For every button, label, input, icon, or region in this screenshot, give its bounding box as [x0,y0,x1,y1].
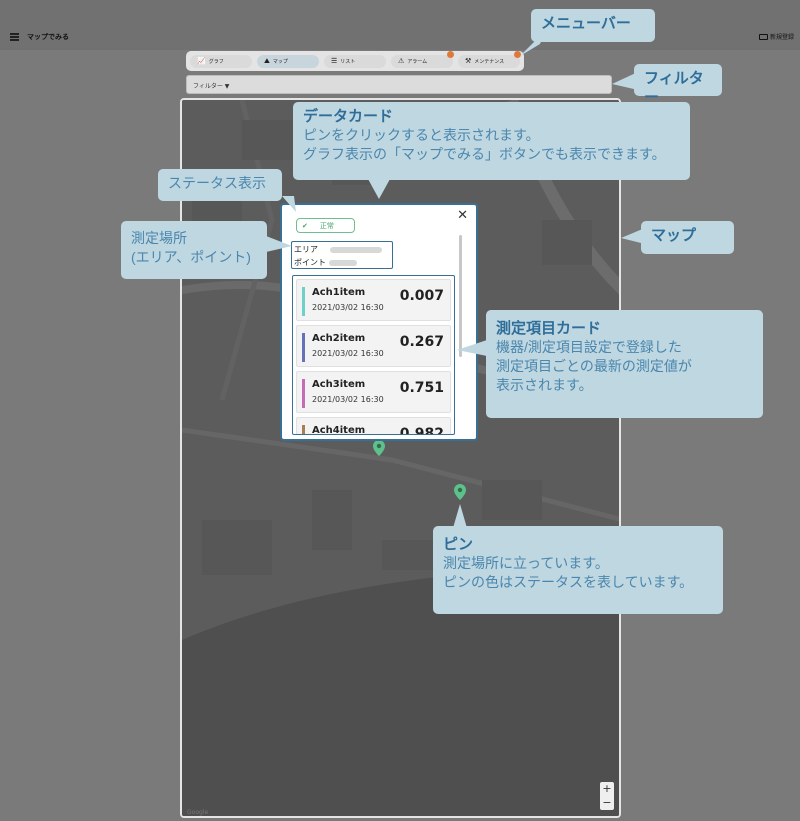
callout-menubar: メニューバー [531,9,655,42]
measurement-item-card[interactable]: Ach4item 0.982 [296,417,451,435]
callout-title: メニューバー [541,15,631,32]
data-card: ✕ ✔ 正常 エリア ポイント Ach1item 2021/03/02 16:3… [280,203,478,441]
item-value: 0.982 [399,426,444,435]
tab-label: メンテナンス [474,58,505,65]
zoom-out-button[interactable]: − [602,796,612,809]
callout-title: フィルター [644,70,704,106]
callout-text: ピンの色はステータスを表しています。 [443,574,694,590]
callout-text: 表示されます。 [496,377,593,393]
item-name: Ach1item [312,287,366,298]
tab-label: アラーム [407,58,428,65]
callout-pointer [266,236,292,252]
callout-title: ステータス表示 [168,175,266,191]
callout-text: (エリア、ポイント) [131,249,251,265]
tab-label: マップ [272,58,288,65]
callout-item-card: 測定項目カード 機器/測定項目設定で登録した 測定項目ごとの最新の測定値が 表示… [486,310,763,418]
zoom-control: + − [600,782,614,810]
item-color-bar [302,287,305,316]
callout-text: ピンをクリックすると表示されます。 [303,127,540,143]
item-value: 0.007 [399,288,444,304]
app-bar: マップでみる 新規登録 [0,0,800,50]
callout-map: マップ [641,221,734,254]
callout-text: 機器/測定項目設定で登録した [496,339,682,355]
point-value-redacted [329,259,357,266]
callout-pin: ピン 測定場所に立っています。 ピンの色はステータスを表しています。 [433,526,723,614]
chart-icon: 📈 [197,57,206,65]
callout-title: ピン [443,536,474,553]
callout-location: 測定場所 (エリア、ポイント) [121,221,267,279]
callout-pointer [621,228,645,244]
map-tiles [182,100,619,816]
map-pin-icon[interactable] [454,484,466,500]
callout-datacard: データカード ピンをクリックすると表示されます。 グラフ表示の「マップでみる」ボ… [293,102,690,180]
callout-status: ステータス表示 [158,169,282,201]
callout-text: グラフ表示の「マップでみる」ボタンでも表示できます。 [303,146,666,162]
item-name: Ach4item [312,425,366,435]
google-attribution: Google [187,809,209,816]
callout-title: マップ [651,227,697,244]
filter-dropdown[interactable]: フィルター ▼ [186,75,612,94]
callout-text: 測定場所 [131,230,187,246]
item-color-bar [302,333,305,362]
callout-pointer [457,340,487,356]
point-label: ポイント [294,258,326,267]
callout-pointer [368,179,390,199]
wrench-icon: ⚒ [465,57,472,65]
close-icon[interactable]: ✕ [457,208,468,223]
status-badge: ✔ 正常 [296,218,355,233]
area-value-redacted [330,246,382,253]
map-view[interactable]: Google + − [180,98,621,818]
header-right-label: 新規登録 [769,34,794,41]
tab-alarm[interactable]: ⚠ アラーム [391,50,454,68]
list-icon: ☰ [331,57,338,65]
item-value: 0.751 [399,380,444,396]
tab-maintenance[interactable]: ⚒ メンテナンス [458,50,521,68]
measurement-item-card[interactable]: Ach3item 2021/03/02 16:30 0.751 [296,371,451,413]
item-name: Ach2item [312,333,366,344]
item-date: 2021/03/02 16:30 [312,395,384,404]
measurement-item-card[interactable]: Ach1item 2021/03/02 16:30 0.007 [296,279,451,321]
map-pin-icon[interactable] [373,440,385,456]
item-date: 2021/03/02 16:30 [312,349,384,358]
tab-list[interactable]: ☰ リスト [324,54,386,68]
check-icon: ✔ [302,221,308,230]
tab-label: リスト [340,58,356,65]
callout-pointer [453,504,467,528]
callout-title: 測定項目カード [496,320,602,337]
maintenance-badge [514,50,521,58]
tab-label: グラフ [208,58,224,65]
item-color-bar [302,425,305,434]
callout-filter: フィルター [634,64,722,106]
map-icon: ⛰ [264,56,270,65]
scrollbar[interactable] [459,235,462,357]
header-right-button[interactable]: 新規登録 [758,32,794,41]
item-value: 0.267 [399,334,444,350]
page-title: マップでみる [27,33,69,41]
callout-text: 測定項目ごとの最新の測定値が [496,358,692,374]
measurement-item-card[interactable]: Ach2item 2021/03/02 16:30 0.267 [296,325,451,367]
status-text: 正常 [319,221,334,230]
callout-pointer [282,196,296,212]
tab-map[interactable]: ⛰ マップ [257,54,319,68]
callout-text: 測定場所に立っています。 [443,555,609,571]
item-date: 2021/03/02 16:30 [312,303,384,312]
monitor-icon [758,33,768,40]
callout-title: データカード [303,108,394,125]
location-box: エリア ポイント [291,241,393,269]
tab-graph[interactable]: 📈 グラフ [190,54,252,68]
item-color-bar [302,379,305,408]
hamburger-menu-icon[interactable] [10,33,19,41]
alarm-badge [447,50,454,58]
measurement-item-list: Ach1item 2021/03/02 16:30 0.007 Ach2item… [292,275,455,435]
callout-pointer [520,30,546,56]
warning-icon: ⚠ [398,57,405,65]
area-label: エリア [294,245,318,254]
item-name: Ach3item [312,379,366,390]
callout-pointer [612,72,638,90]
zoom-in-button[interactable]: + [602,782,612,795]
menu-bar: 📈 グラフ ⛰ マップ ☰ リスト ⚠ アラーム ⚒ メンテナンス [186,50,524,71]
